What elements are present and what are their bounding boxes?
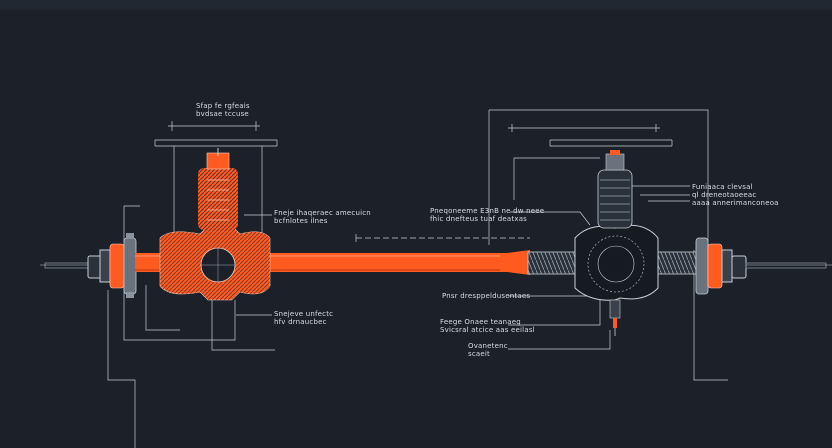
annotation-center-mid: Pnsr dresppeldusentaes [442, 292, 530, 300]
top-bar [0, 0, 832, 10]
annotation-center-bottom: Ovanetenc scaeit [468, 342, 508, 358]
annotation-line: aaaa annerimanconeoa [692, 199, 779, 207]
right-shaft [695, 237, 832, 295]
annotation-line: hfv drnaucbec [274, 318, 327, 326]
right-dimension-lines [355, 109, 728, 381]
annotation-line: Fneje ihaqeraec amecuicn [274, 209, 371, 217]
annotation-center-low: Feege Onaee teanaeg Svicsral atcice aas … [440, 318, 535, 334]
annotation-left-low: Snejeve unfectc hfv drnaucbec [274, 310, 333, 326]
annotation-line: Sfap fe rgfeais [196, 102, 250, 110]
annotation-line: bvdsae tccuse [196, 110, 249, 118]
annotation-line: Svicsral atcice aas eeilasl [440, 326, 535, 334]
annotation-line: Snejeve unfectc [274, 310, 334, 318]
annotation-line: Feege Onaee teanaeg [440, 318, 521, 326]
left-dimension-lines [107, 121, 278, 448]
annotation-line: Pneqoneeme E3nB ne dw neee [430, 207, 545, 215]
annotation-line: Ovanetenc [468, 342, 508, 350]
annotation-right: Funiaaca clevsal ql dreneotaoeeac aaaa a… [692, 183, 779, 207]
annotation-center-top: Pneqoneeme E3nB ne dw neee fhic dnefteus… [430, 207, 544, 223]
right-differential [574, 150, 659, 336]
annotation-left-mid: Fneje ihaqeraec amecuicn bcfnlotes ilnes [274, 209, 371, 225]
annotation-line: fhic dnefteus tuaf deatxas [430, 215, 528, 223]
annotation-line: bcfnlotes ilnes [274, 217, 328, 225]
axle-housing [135, 148, 530, 301]
annotation-line: scaeit [468, 350, 490, 358]
left-shaft [40, 233, 137, 298]
annotation-line: ql dreneotaoeeac [692, 191, 757, 199]
annotation-top-left: Sfap fe rgfeais bvdsae tccuse [196, 102, 250, 118]
annotation-line: Funiaaca clevsal [692, 183, 753, 191]
annotation-line: Pnsr dresppeldusentaes [442, 292, 531, 300]
